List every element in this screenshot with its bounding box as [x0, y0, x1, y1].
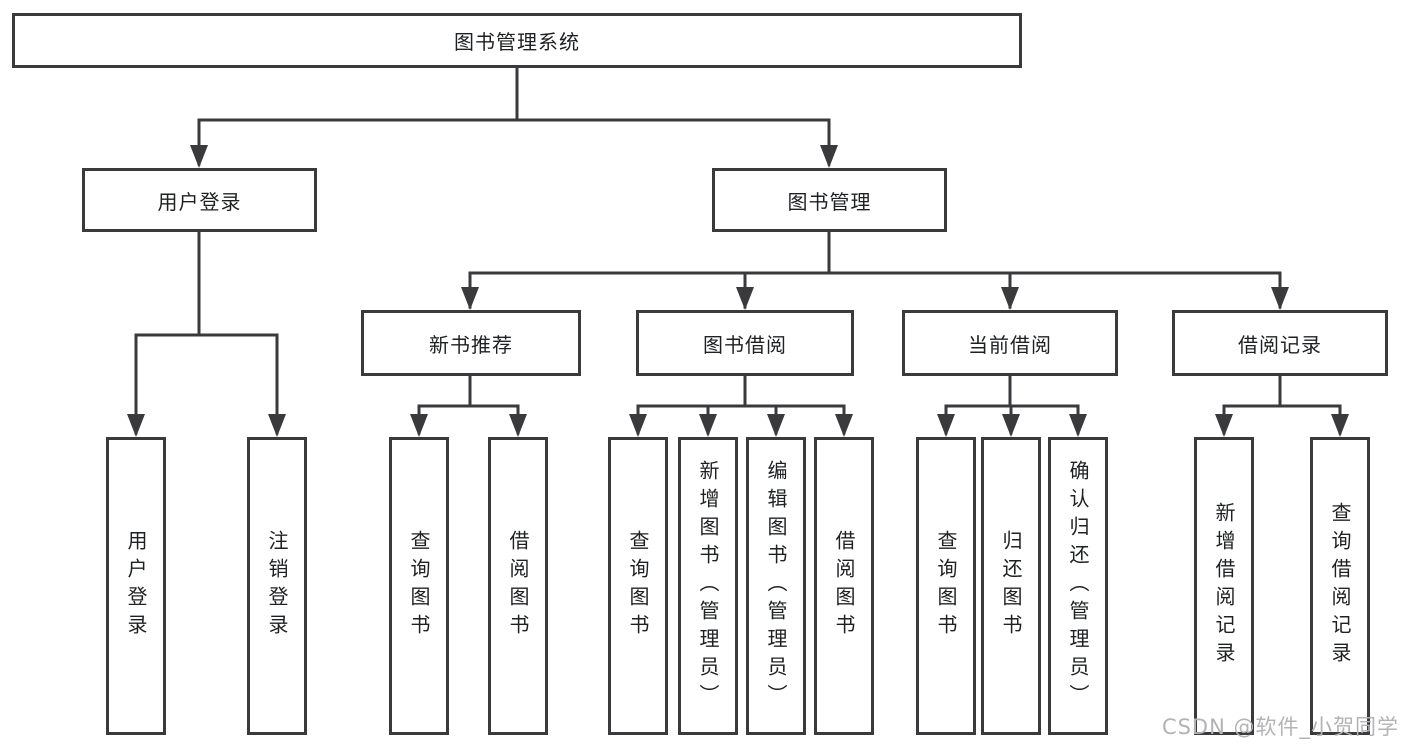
leaf-add-borrow-record: 新增借阅记录: [1194, 437, 1254, 735]
leaf-label: 查询借阅记录: [1328, 502, 1352, 670]
leaf-label: 借阅图书: [832, 530, 856, 642]
node-label: 新书推荐: [429, 332, 513, 357]
leaf-user-login: 用户登录: [106, 437, 166, 735]
leaf-label: 查询图书: [934, 530, 958, 642]
node-user-login: 用户登录: [82, 168, 317, 232]
node-label: 借阅记录: [1238, 332, 1322, 357]
node-label: 当前借阅: [968, 332, 1052, 357]
node-label: 图书借阅: [703, 332, 787, 357]
leaf-label: 归还图书: [999, 530, 1023, 642]
leaf-label: 查询图书: [407, 530, 431, 642]
leaf-add-books-admin: 新增图书（管理员）: [678, 437, 738, 735]
node-label: 图书管理: [787, 189, 872, 214]
csdn-watermark: CSDN @软件_小贺同学: [1161, 715, 1399, 739]
node-label: 用户登录: [157, 189, 242, 214]
leaf-label: 新增借阅记录: [1212, 502, 1236, 670]
leaf-query-books-recommend: 查询图书: [389, 437, 449, 735]
node-new-book-recommend: 新书推荐: [361, 310, 581, 376]
leaf-borrow-books-recommend: 借阅图书: [488, 437, 548, 735]
leaf-label: 查询图书: [626, 530, 650, 642]
leaf-label: 用户登录: [124, 530, 148, 642]
node-current-borrowing: 当前借阅: [902, 310, 1118, 376]
leaf-label: 确认归还（管理员）: [1066, 460, 1090, 712]
leaf-borrow-books: 借阅图书: [814, 437, 874, 735]
node-book-borrowing: 图书借阅: [636, 310, 854, 376]
node-borrowing-records: 借阅记录: [1172, 310, 1388, 376]
leaf-return-books: 归还图书: [981, 437, 1041, 735]
leaf-label: 注销登录: [265, 530, 289, 642]
leaf-label: 编辑图书（管理员）: [764, 460, 788, 712]
leaf-query-books-current: 查询图书: [916, 437, 976, 735]
node-label: 图书管理系统: [454, 30, 580, 54]
node-book-management: 图书管理: [712, 168, 947, 232]
leaf-edit-books-admin: 编辑图书（管理员）: [746, 437, 806, 735]
leaf-label: 新增图书（管理员）: [696, 460, 720, 712]
leaf-confirm-return-admin: 确认归还（管理员）: [1048, 437, 1108, 735]
leaf-query-borrow-record: 查询借阅记录: [1310, 437, 1370, 735]
leaf-logout: 注销登录: [247, 437, 307, 735]
leaf-query-books-borrowing: 查询图书: [608, 437, 668, 735]
node-library-management-system: 图书管理系统: [12, 13, 1022, 68]
leaf-label: 借阅图书: [506, 530, 530, 642]
